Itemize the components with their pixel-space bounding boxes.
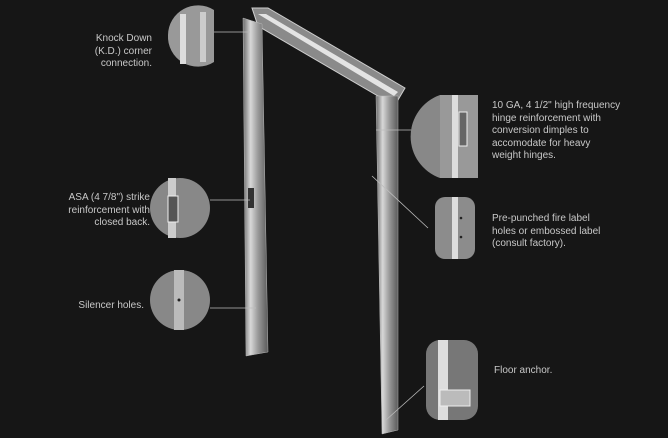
strike-detail bbox=[150, 178, 210, 238]
callout-hinge-reinforcement: 10 GA, 4 1/2" high frequency hinge reinf… bbox=[492, 100, 621, 161]
callout-fire-label: Pre-punched fire label holes or embossed… bbox=[492, 213, 601, 249]
fire-label-detail bbox=[435, 197, 475, 259]
callout-floor-anchor: Floor anchor. bbox=[494, 365, 553, 376]
frame-right-jamb bbox=[375, 95, 399, 435]
frame-left-jamb bbox=[242, 17, 269, 357]
callout-silencer-holes: Silencer holes. bbox=[78, 300, 144, 311]
hinge-detail bbox=[410, 95, 478, 178]
kd-detail bbox=[167, 5, 214, 67]
callout-kd-corner: Knock Down (K.D.) corner connection. bbox=[94, 33, 152, 69]
strike-cutout bbox=[248, 188, 254, 208]
floor-anchor-detail bbox=[426, 340, 478, 420]
callout-strike-reinforcement: ASA (4 7/8") strike reinforcement with c… bbox=[68, 192, 150, 228]
silencer-detail bbox=[150, 270, 210, 330]
